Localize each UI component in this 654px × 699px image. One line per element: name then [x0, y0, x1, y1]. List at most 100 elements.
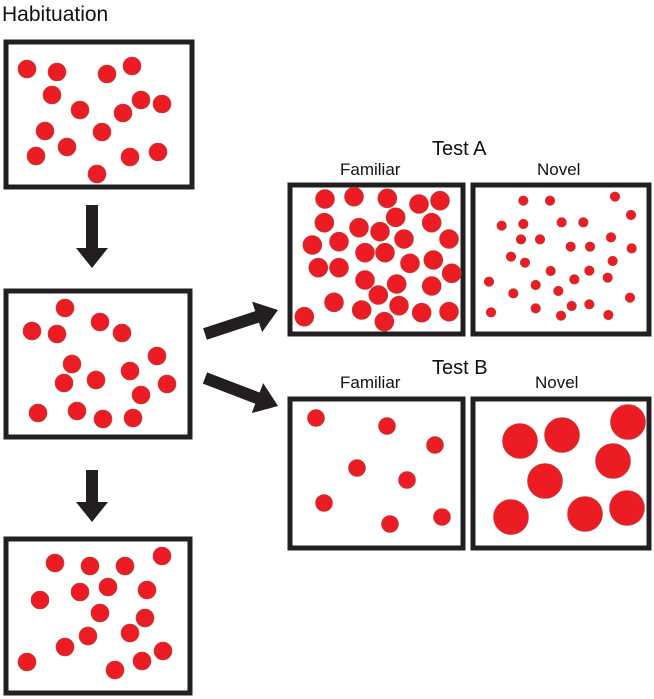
dot: [344, 186, 364, 207]
test-a-title: Test A: [432, 138, 487, 160]
dot: [530, 279, 541, 291]
dot: [90, 603, 110, 623]
dot: [152, 546, 172, 566]
dot: [378, 417, 396, 435]
dot: [553, 285, 564, 297]
dot: [607, 255, 618, 267]
dot: [57, 137, 77, 157]
dot: [349, 217, 369, 238]
dot: [302, 235, 323, 255]
dot: [70, 582, 90, 602]
dot: [67, 401, 87, 421]
dot: [430, 190, 450, 211]
dot: [120, 361, 140, 381]
dot: [355, 270, 375, 290]
dot: [421, 212, 442, 233]
dot: [381, 515, 399, 533]
dot: [368, 285, 389, 305]
dot: [386, 274, 407, 294]
dot: [80, 556, 100, 576]
dot: [131, 385, 151, 405]
test-b-familiar-label: Familiar: [340, 373, 401, 392]
dot: [152, 94, 172, 114]
dot: [505, 251, 517, 262]
dot: [115, 556, 135, 576]
dot: [30, 590, 50, 610]
habituation-title: Habituation: [2, 3, 109, 26]
dot: [92, 122, 112, 142]
dot: [566, 300, 577, 312]
dot: [602, 272, 613, 283]
dot: [519, 257, 531, 268]
dot: [609, 490, 645, 526]
dot: [112, 323, 132, 343]
dot: [17, 59, 37, 79]
dot: [544, 195, 556, 206]
dot: [389, 295, 409, 316]
dot: [131, 90, 151, 110]
dot: [314, 212, 335, 233]
dot: [567, 496, 603, 532]
dot: [508, 288, 519, 299]
dot: [329, 231, 349, 252]
dot: [530, 303, 541, 314]
dot: [421, 276, 442, 296]
dot: [55, 298, 75, 318]
dot: [626, 243, 637, 254]
dot: [351, 300, 372, 320]
dot: [398, 471, 416, 489]
dot: [385, 207, 406, 228]
dot: [123, 408, 143, 428]
dot: [153, 641, 173, 661]
dot: [624, 292, 636, 303]
dot: [584, 265, 595, 276]
dot: [35, 121, 55, 141]
dot: [90, 312, 110, 332]
dot: [584, 299, 595, 310]
dot: [409, 194, 429, 214]
dot: [555, 310, 567, 321]
dot: [315, 494, 333, 512]
dot: [98, 577, 118, 597]
dot: [545, 265, 556, 277]
dot: [483, 276, 495, 287]
dot: [308, 257, 329, 278]
dot: [556, 217, 567, 228]
dot: [493, 499, 529, 535]
dot: [55, 637, 75, 657]
diagonal-arrow-icon: [203, 301, 279, 340]
dot: [47, 324, 67, 344]
dot: [441, 263, 462, 284]
dot: [17, 652, 37, 672]
dot: [307, 409, 325, 427]
dot: [370, 221, 390, 242]
dot: [329, 257, 349, 278]
dot: [120, 147, 140, 167]
dot: [578, 217, 589, 228]
diagonal-arrow-icon: [202, 372, 279, 414]
dot: [496, 220, 507, 231]
dot: [28, 403, 48, 423]
dot: [147, 346, 167, 366]
dot: [87, 164, 107, 184]
dot: [439, 229, 459, 249]
dot: [423, 250, 444, 270]
test-a-novel-box: [470, 182, 652, 337]
dot: [377, 188, 398, 209]
dot: [157, 374, 177, 394]
dot: [22, 321, 42, 341]
dot: [137, 580, 157, 600]
dot: [135, 608, 155, 628]
down-arrow-icon: [76, 205, 108, 268]
dot: [122, 56, 142, 76]
dot: [502, 423, 538, 459]
dot: [400, 253, 420, 274]
dot: [569, 274, 580, 285]
dot: [584, 241, 596, 252]
dot: [78, 626, 98, 646]
dot: [113, 103, 133, 123]
dot: [120, 623, 140, 643]
dot: [518, 195, 529, 206]
dot: [518, 218, 529, 230]
